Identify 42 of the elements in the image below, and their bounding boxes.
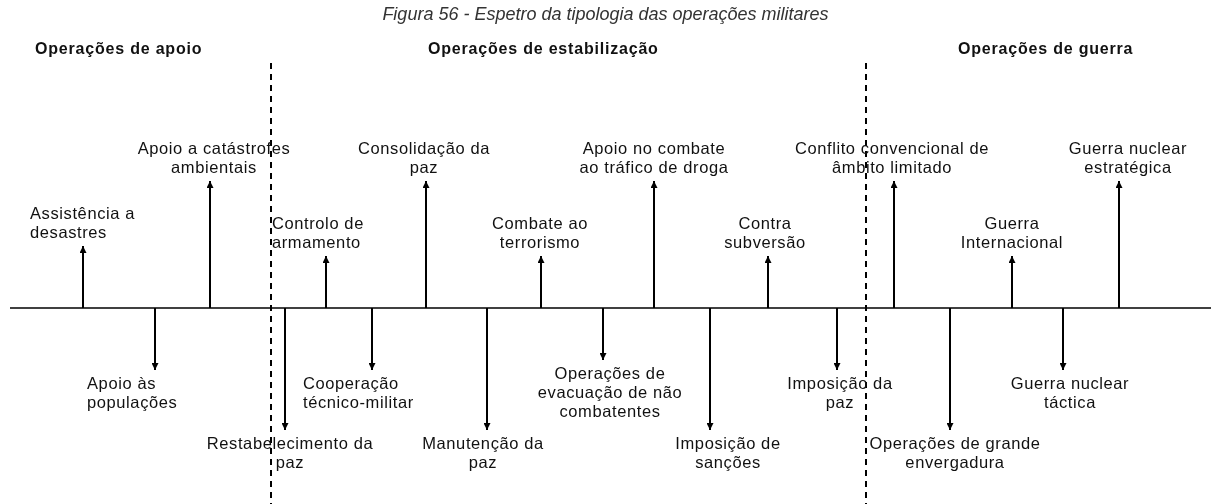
arrow bbox=[599, 307, 607, 361]
arrow bbox=[537, 255, 545, 309]
operation-label: Combate ao terrorismo bbox=[491, 214, 589, 252]
arrow bbox=[422, 180, 430, 309]
arrow bbox=[1115, 180, 1123, 309]
arrow bbox=[1059, 307, 1067, 371]
arrow bbox=[206, 180, 214, 309]
operation-label: Conflito convencional de âmbito limitado bbox=[794, 139, 990, 177]
arrow bbox=[79, 245, 87, 309]
operation-label: Imposição da paz bbox=[786, 374, 894, 412]
arrow bbox=[650, 180, 658, 309]
arrow bbox=[151, 307, 159, 371]
arrow bbox=[890, 180, 898, 309]
operation-label: Guerra nuclear estratégica bbox=[1068, 139, 1188, 177]
section-heading: Operações de guerra bbox=[958, 40, 1134, 58]
figure-title: Figura 56 - Espetro da tipologia das operações militares bbox=[382, 4, 829, 24]
arrow bbox=[483, 307, 491, 431]
operation-label: Cooperação técnico-militar bbox=[303, 374, 415, 412]
arrow bbox=[706, 307, 714, 431]
arrow bbox=[368, 307, 376, 371]
operation-label: Controlo de armamento bbox=[272, 214, 365, 252]
operation-label: Imposição de sanções bbox=[674, 434, 782, 472]
arrow bbox=[946, 307, 954, 431]
operation-label: Assistência a desastres bbox=[30, 204, 137, 242]
operation-label: Operações de grande envergadura bbox=[868, 434, 1042, 472]
arrow bbox=[833, 307, 841, 371]
operation-label: Manutenção da paz bbox=[421, 434, 545, 472]
operation-label: Consolidação da paz bbox=[357, 139, 491, 177]
arrow bbox=[322, 255, 330, 309]
operation-label: Operações de evacuação de não combatentes bbox=[537, 364, 683, 421]
operation-label: Apoio a catástrofes ambientais bbox=[137, 139, 291, 177]
section-heading: Operações de apoio bbox=[35, 40, 203, 58]
operation-label: Guerra nuclear táctica bbox=[1010, 374, 1130, 412]
operation-label: Apoio no combate ao tráfico de droga bbox=[579, 139, 729, 177]
operation-label: Restabelecimento da paz bbox=[206, 434, 374, 472]
arrow bbox=[281, 307, 289, 431]
arrow bbox=[764, 255, 772, 309]
operation-label: Contra subversão bbox=[723, 214, 807, 252]
section-heading: Operações de estabilização bbox=[428, 40, 659, 58]
operation-label: Apoio às populações bbox=[87, 374, 179, 412]
arrow bbox=[1008, 255, 1016, 309]
operation-label: Guerra Internacional bbox=[960, 214, 1064, 252]
